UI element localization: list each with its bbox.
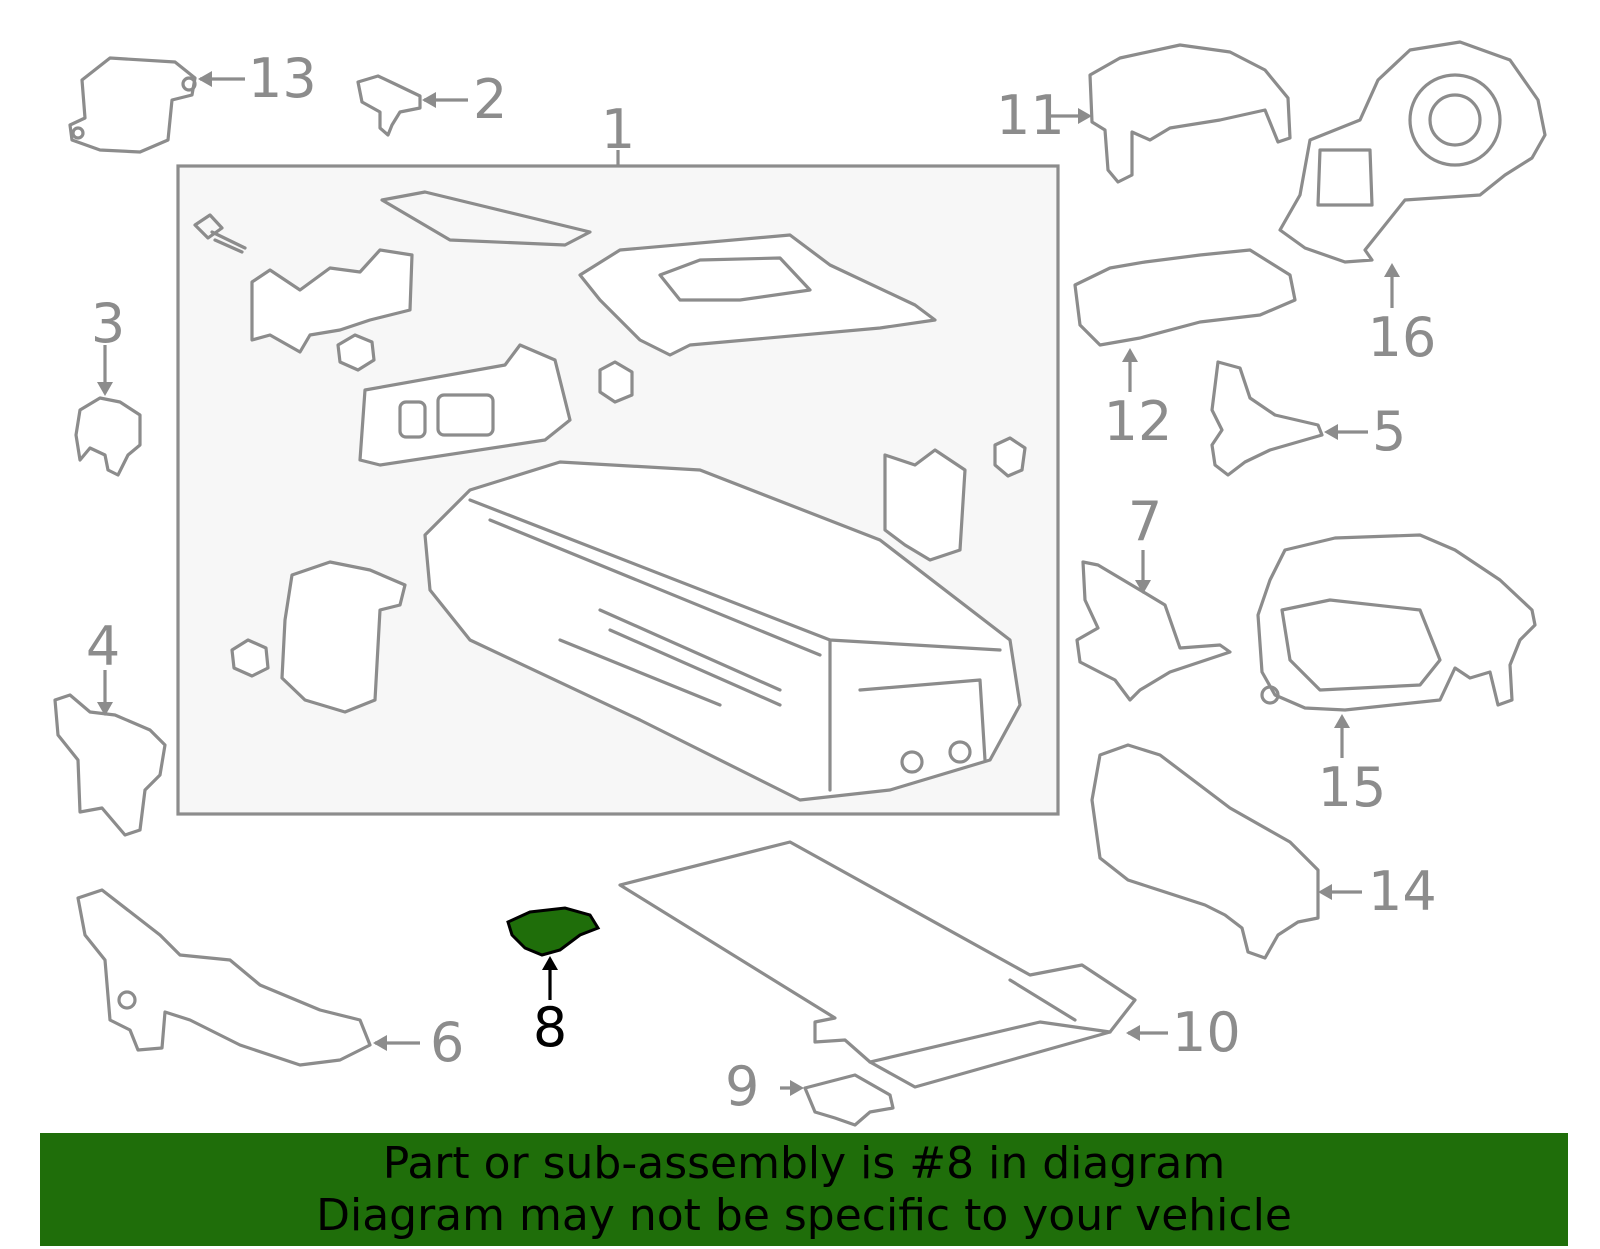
part-8 bbox=[506, 906, 601, 957]
part-13 bbox=[68, 56, 197, 154]
part-9 bbox=[803, 1073, 895, 1127]
callout-5: 5 bbox=[1372, 400, 1406, 463]
part-4 bbox=[53, 693, 167, 837]
nut-part-2 bbox=[598, 360, 634, 404]
callout-9: 9 bbox=[725, 1055, 759, 1118]
info-banner: Part or sub-assembly is #8 in diagram Di… bbox=[40, 1133, 1568, 1246]
callout-10: 10 bbox=[1172, 1001, 1241, 1064]
part-7 bbox=[1075, 560, 1232, 702]
callout-4: 4 bbox=[86, 615, 120, 678]
bolt-part bbox=[193, 213, 247, 254]
nut-part bbox=[336, 333, 376, 372]
cover-part bbox=[578, 233, 937, 357]
part-12 bbox=[1073, 248, 1297, 347]
callout-13: 13 bbox=[248, 47, 317, 110]
part-16 bbox=[1278, 40, 1547, 264]
callout-14: 14 bbox=[1368, 860, 1437, 923]
bracket-part bbox=[250, 248, 414, 354]
side-bracket-part bbox=[883, 448, 967, 562]
part-14 bbox=[1090, 743, 1320, 960]
callout-2: 2 bbox=[473, 68, 507, 131]
lower-bracket-part bbox=[280, 560, 407, 714]
callout-8: 8 bbox=[533, 996, 567, 1059]
part-5 bbox=[1210, 360, 1324, 477]
callout-6: 6 bbox=[430, 1011, 464, 1074]
battery-pack-part bbox=[423, 460, 1022, 802]
callout-12: 12 bbox=[1104, 390, 1173, 453]
part-2 bbox=[356, 74, 422, 137]
part-15 bbox=[1256, 533, 1537, 712]
part-10 bbox=[618, 840, 1137, 1089]
banner-line-2: Diagram may not be specific to your vehi… bbox=[316, 1190, 1292, 1241]
plate-part bbox=[358, 343, 572, 467]
nut-part-3 bbox=[230, 638, 270, 678]
part-3 bbox=[74, 396, 142, 477]
callout-7: 7 bbox=[1128, 490, 1162, 553]
callout-1: 1 bbox=[601, 98, 635, 161]
callout-15: 15 bbox=[1318, 756, 1387, 819]
grommet-part bbox=[993, 436, 1027, 478]
part-11 bbox=[1088, 43, 1292, 184]
callout-11: 11 bbox=[996, 84, 1065, 147]
part-6 bbox=[76, 888, 372, 1067]
callout-16: 16 bbox=[1368, 306, 1437, 369]
callout-3: 3 bbox=[91, 292, 125, 355]
banner-line-1: Part or sub-assembly is #8 in diagram bbox=[382, 1138, 1226, 1189]
strip-part bbox=[380, 190, 592, 247]
